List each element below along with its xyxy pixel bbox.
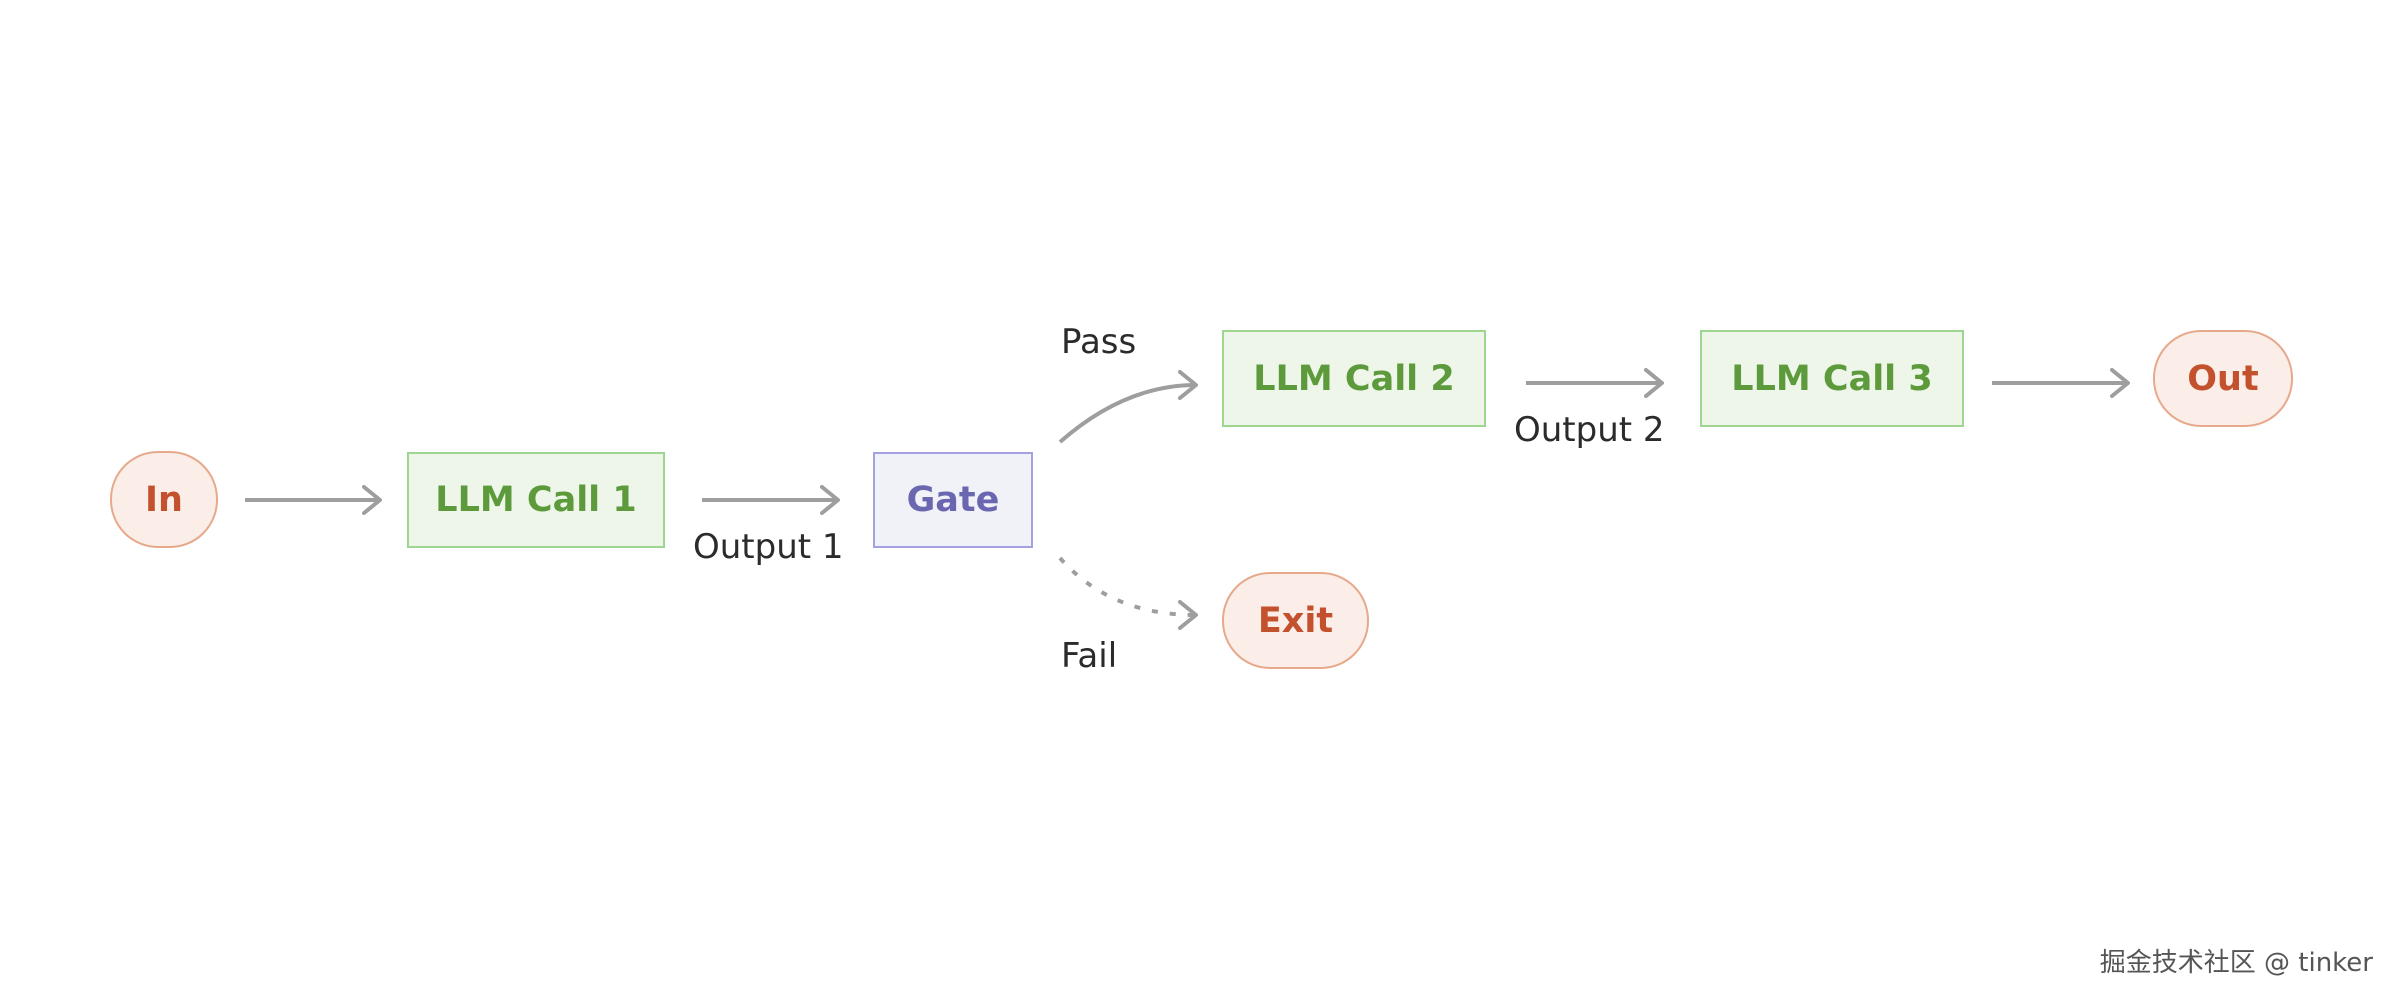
fail-label: Fail: [1061, 636, 1118, 676]
watermark: 掘金技术社区 @ tinker: [2099, 948, 2373, 978]
llm-call-2-node: LLM Call 2: [1222, 330, 1486, 427]
edge-gate-pass-to-llm-call-2: [1058, 370, 1198, 444]
pass-label: Pass: [1061, 322, 1137, 362]
out-node: Out: [2153, 330, 2293, 427]
gate-node: Gate: [873, 452, 1033, 548]
exit-node: Exit: [1222, 572, 1369, 669]
llm-call-1-node: LLM Call 1: [407, 452, 665, 548]
in-node: In: [110, 451, 218, 548]
edge-gate-fail-to-exit: [1058, 556, 1198, 630]
llm-call-3-node: LLM Call 3: [1700, 330, 1964, 427]
output-2-label: Output 2: [1514, 410, 1665, 450]
output-1-label: Output 1: [693, 527, 844, 567]
